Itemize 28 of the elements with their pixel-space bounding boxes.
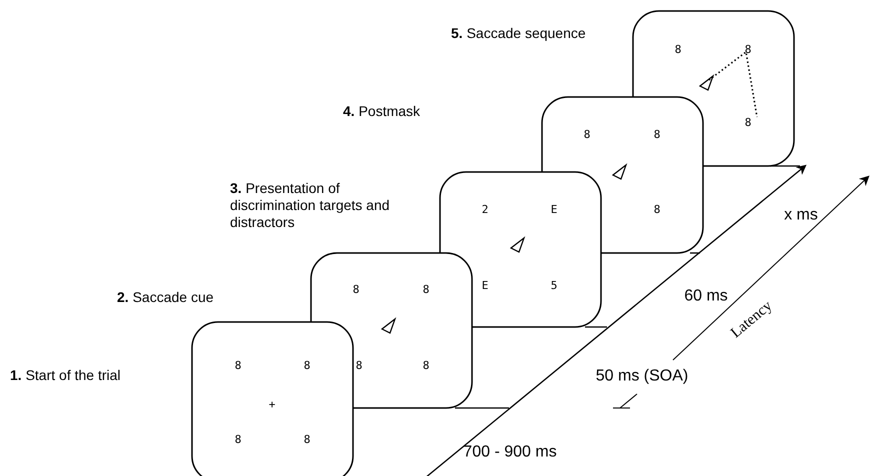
stimulus-character: 8 [234,360,242,372]
stimulus-character: 5 [550,280,558,292]
step-heading: 4. Postmask [343,103,422,120]
stimulus-character: 8 [356,360,362,372]
stimulus-character: 8 [422,360,430,372]
stimulus-character: E [482,280,488,292]
step-heading: 1. Start of the trial [10,367,122,384]
stimulus-character: 8 [744,44,752,56]
stimulus-character: 8 [654,204,660,216]
duration-label: 700 - 900 ms [463,442,557,462]
stimulus-character: 8 [234,434,242,446]
stimulus-character: + [268,399,276,411]
duration-label: x ms [784,206,818,224]
stimulus-character: E [550,204,558,216]
stimulus-character: 8 [304,360,310,372]
stimulus-character: 2 [482,204,488,216]
stimulus-character: 8 [744,117,752,129]
duration-label: 60 ms [684,286,728,306]
step-heading: 2. Saccade cue [117,289,215,306]
stimulus-character: 8 [422,284,430,296]
duration-label: 50 ms (SOA) [596,366,688,386]
step-heading: 3. Presentation of discrimination targets and distractors [230,180,391,231]
stimulus-character: 8 [304,434,310,446]
step-heading: 5. Saccade sequence [451,25,587,42]
stimulus-character: 8 [352,284,360,296]
stimulus-character: 8 [674,44,682,56]
stimulus-character: 8 [584,129,590,141]
stimulus-character: 8 [654,129,660,141]
